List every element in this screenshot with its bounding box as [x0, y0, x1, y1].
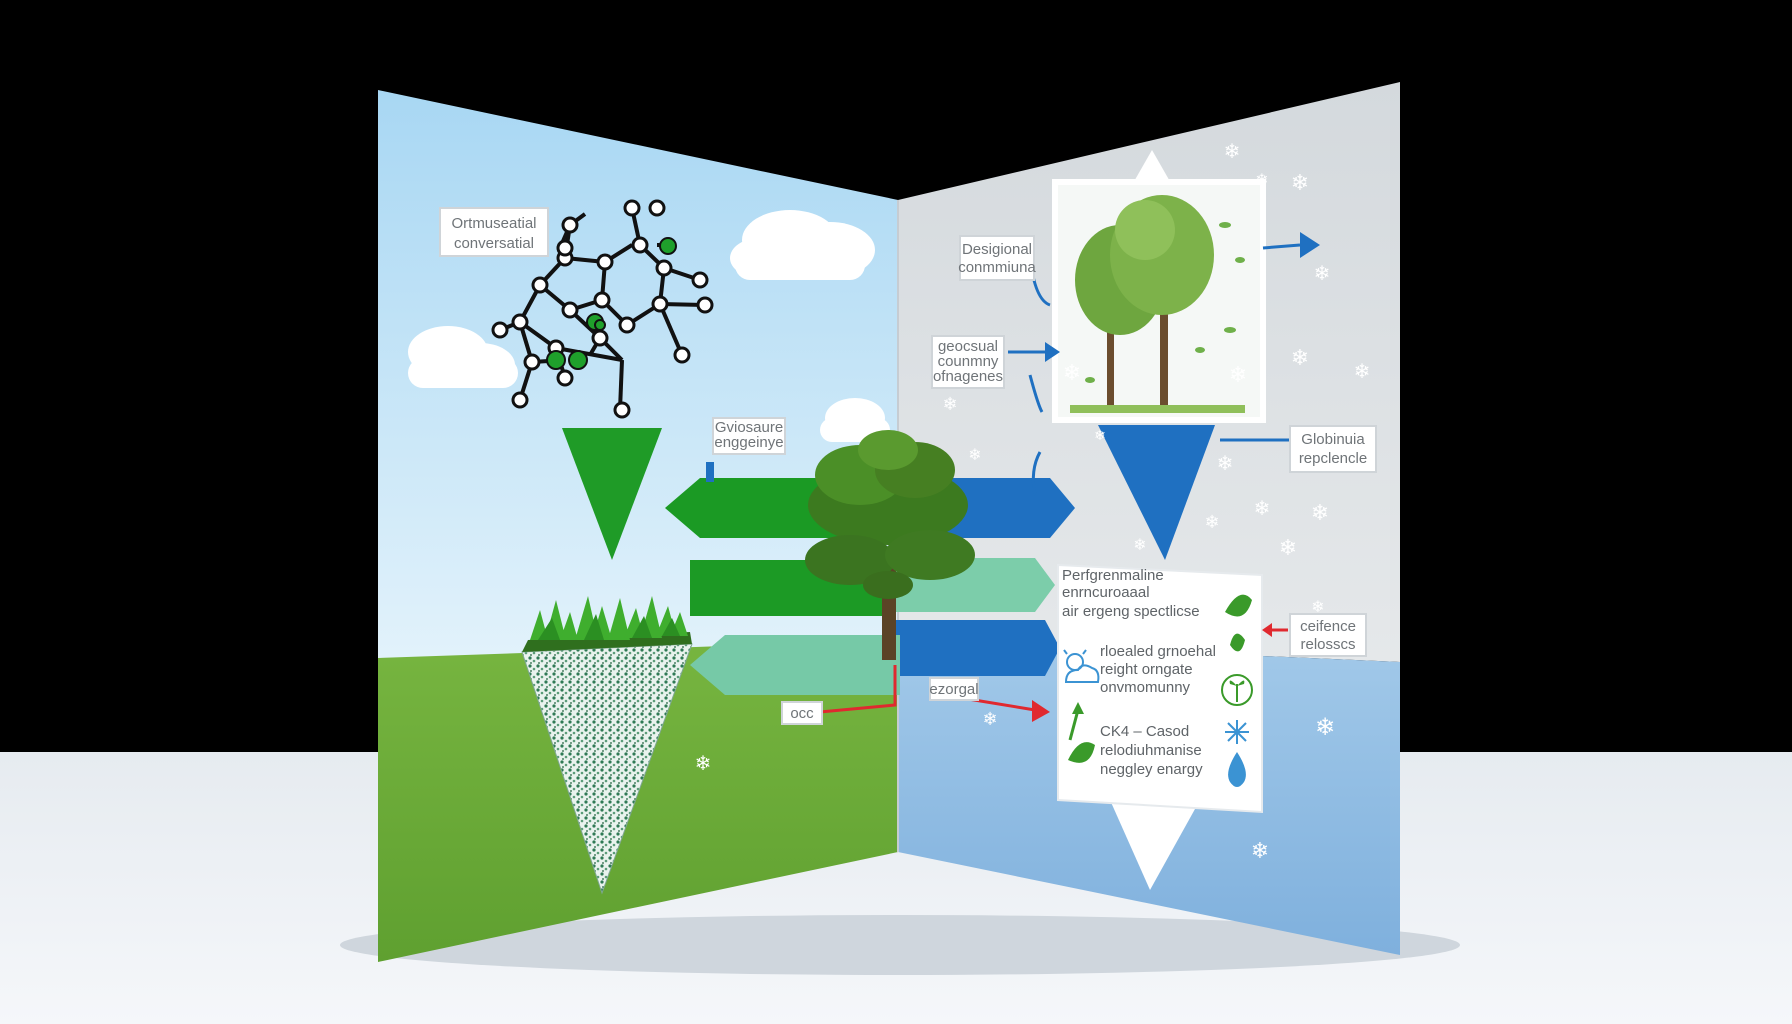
cloud-sun-icon: [1063, 649, 1100, 683]
arrow-head: [1045, 342, 1060, 362]
svg-text:❄: ❄: [1217, 451, 1234, 475]
label-box-molecule: Ortmuseatial conversatial: [439, 207, 549, 257]
card-line: neggley enargy: [1100, 761, 1203, 778]
label-text: relosscs: [1300, 636, 1355, 653]
svg-text:❄: ❄: [1224, 139, 1241, 163]
svg-text:❄: ❄: [1311, 597, 1324, 616]
svg-text:❄: ❄: [695, 751, 712, 775]
label-text: occ: [790, 705, 814, 722]
svg-text:❄: ❄: [1255, 170, 1268, 189]
svg-text:❄: ❄: [1315, 713, 1335, 741]
label-text: Globinuia: [1301, 431, 1365, 448]
card-line: relodiuhmanise: [1100, 742, 1202, 759]
card-header-line: enrncuroaaal: [1062, 584, 1150, 601]
card-line: reight orngate: [1100, 661, 1193, 678]
cloud-icon: [408, 326, 518, 388]
svg-text:❄: ❄: [1279, 536, 1297, 561]
white-funnel-bottom: [1110, 800, 1200, 890]
label-text: Ortmuseatial: [451, 215, 536, 232]
snowflake-decor: ❄ ❄ ❄ ❄ ❄ ❄ ❄ ❄ ❄ ❄ ❄ ❄ ❄ ❄ ❄ ❄ ❄ ❄ ❄ ❄ …: [695, 139, 1371, 864]
svg-text:❄: ❄: [1063, 361, 1081, 386]
card-line: onvmomunny: [1100, 679, 1191, 696]
svg-text:❄: ❄: [1133, 535, 1146, 554]
label-box-center-top: Gviosaure enggeinye: [712, 417, 786, 455]
svg-text:❄: ❄: [1311, 501, 1329, 526]
arrow-head: [1032, 700, 1050, 722]
card-header-line: Perfgrenmaline: [1062, 567, 1164, 584]
label-text: counmny: [938, 353, 999, 370]
svg-text:❄: ❄: [1314, 261, 1331, 285]
label-text: ofnagenes: [933, 368, 1003, 385]
svg-text:❄: ❄: [1291, 346, 1309, 371]
molecule-icon: [491, 199, 714, 419]
label-text: conmmiuna: [958, 259, 1036, 276]
label-text: conversatial: [454, 235, 534, 252]
svg-text:❄: ❄: [1094, 428, 1106, 444]
label-text: ceifence: [1300, 618, 1356, 635]
tree-icon: [805, 430, 975, 660]
svg-text:❄: ❄: [1254, 496, 1271, 520]
card-line: CK4 – Casod: [1100, 723, 1189, 740]
cloud-icon: [730, 210, 875, 280]
leaf-icon: [1225, 594, 1252, 652]
info-card: [1057, 563, 1263, 814]
blue-funnel: [1098, 425, 1215, 560]
card-line: rloealed grnoehal: [1100, 643, 1216, 660]
label-text: geocsual: [938, 338, 998, 355]
arrow-right-blue-2: [890, 620, 1060, 676]
water-drop-icon: [1228, 752, 1246, 787]
info-card-text: Perfgrenmaline enrncuroaaal air ergeng s…: [1062, 567, 1216, 778]
seedling-icon: [1221, 674, 1253, 706]
label-text: Desigional: [962, 241, 1032, 258]
arrow-head: [1300, 232, 1320, 258]
grass-cone: [521, 596, 693, 895]
snowflake-icon: [1225, 720, 1249, 744]
svg-text:❄: ❄: [968, 445, 981, 464]
leaf-icon: [1068, 702, 1095, 763]
label-text: Gviosaure: [715, 419, 783, 436]
label-box-right-top: Desigional conmmiuna: [958, 235, 1036, 281]
svg-text:❄: ❄: [1291, 171, 1309, 196]
label-box-right-low: ceifence relosscs: [1289, 613, 1367, 657]
svg-text:❄: ❄: [1354, 359, 1371, 383]
green-funnel: [562, 428, 662, 560]
label-box-small-center: ezorgal: [929, 677, 979, 701]
label-text: ezorgal: [929, 681, 978, 698]
label-text: enggeinye: [714, 434, 783, 451]
label-box-small-left: occ: [781, 701, 823, 725]
svg-text:❄: ❄: [1229, 363, 1247, 388]
label-box-right-mid: geocsual counmny ofnagenes: [931, 335, 1005, 389]
svg-text:❄: ❄: [982, 709, 997, 730]
svg-text:❄: ❄: [942, 394, 957, 415]
book-shadow: [340, 915, 1460, 975]
svg-text:❄: ❄: [1251, 839, 1269, 864]
label-text: repclencle: [1299, 450, 1367, 467]
svg-text:❄: ❄: [1204, 512, 1219, 533]
card-header-line: air ergeng spectlicse: [1062, 603, 1200, 620]
arrow-left-teal: [690, 635, 900, 695]
label-box-right-mid2: Globinuia repclencle: [1289, 425, 1377, 473]
arrow-head: [1262, 623, 1272, 637]
tree-card: [1052, 179, 1266, 423]
